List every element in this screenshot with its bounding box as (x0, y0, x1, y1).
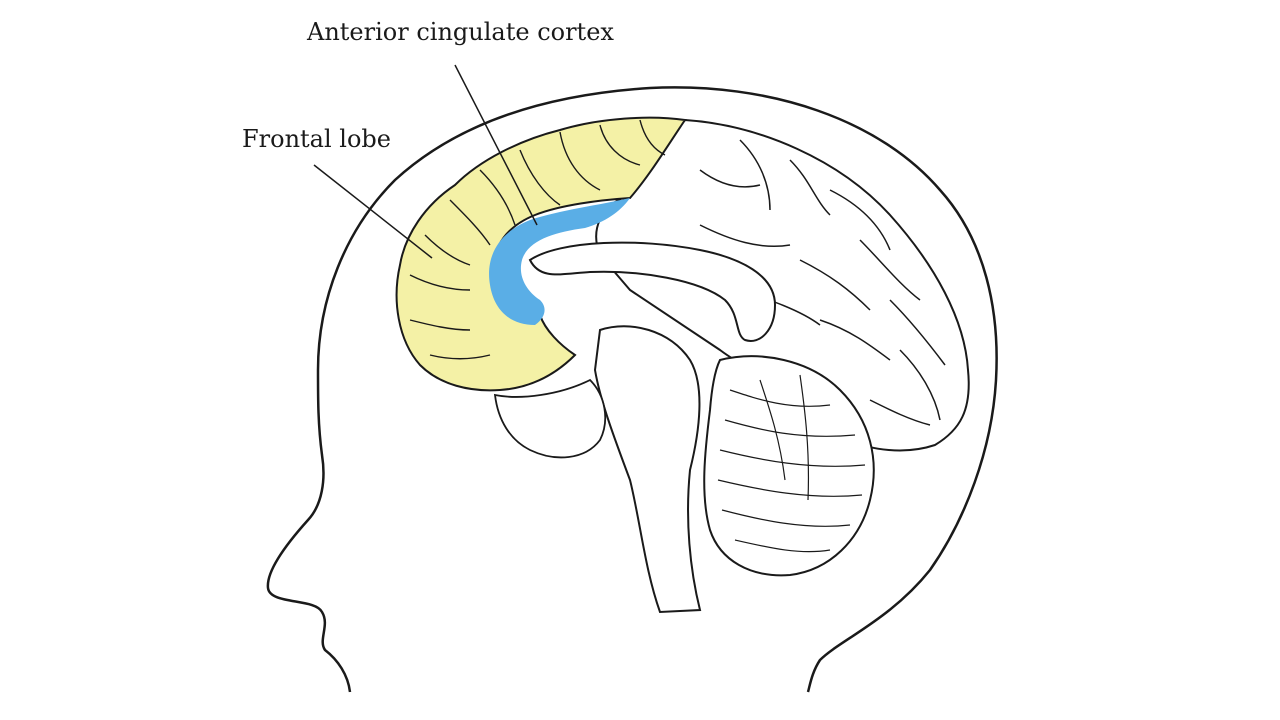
frontal-gyri (409, 119, 666, 360)
anterior-cingulate-leader (454, 64, 538, 226)
corpus-callosum (528, 241, 777, 342)
anterior-cingulate-label: Anterior cingulate cortex (307, 18, 614, 46)
cerebellum (703, 355, 875, 577)
brainstem (593, 325, 702, 614)
cerebellum-folia (717, 374, 866, 553)
frontal-lobe-leader (313, 164, 433, 259)
temporal-lobe (493, 378, 607, 459)
anterior-cingulate-region (489, 198, 630, 325)
head-outline (266, 86, 998, 693)
frontal-lobe-label: Frontal lobe (242, 125, 391, 153)
frontal-lobe-region (395, 116, 687, 392)
